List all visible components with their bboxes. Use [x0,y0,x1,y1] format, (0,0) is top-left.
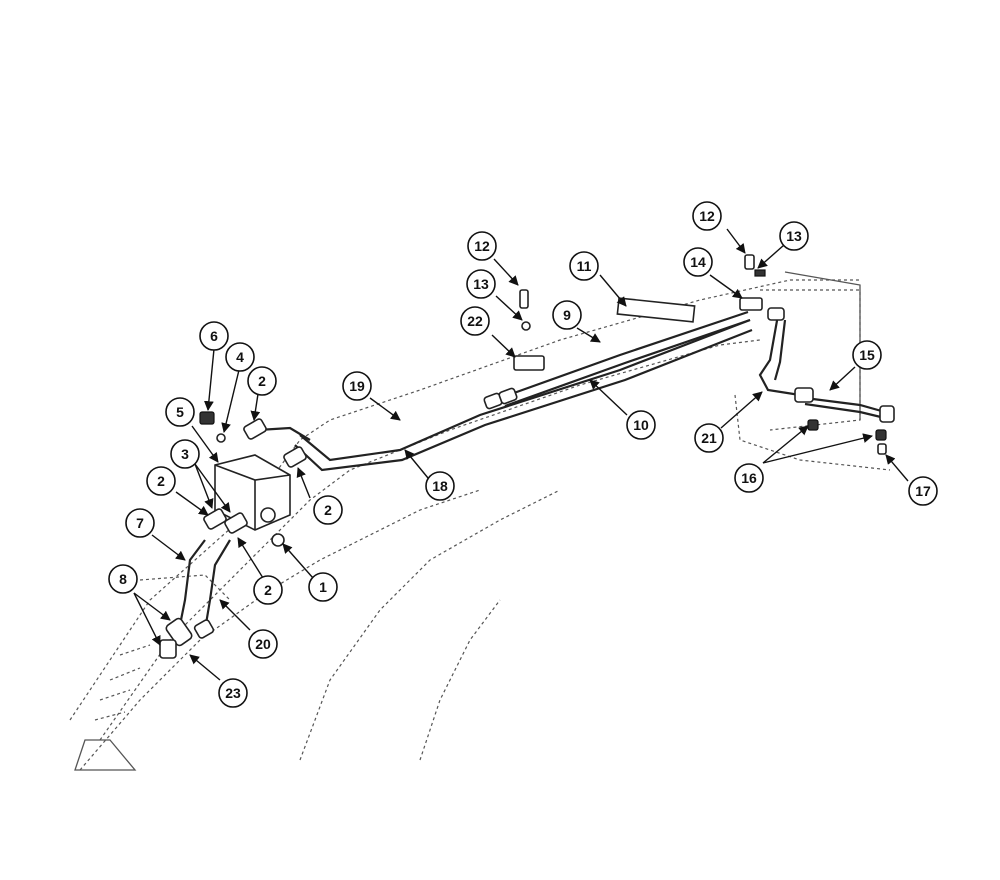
svg-text:15: 15 [859,347,875,363]
svg-text:9: 9 [563,307,571,323]
svg-text:2: 2 [157,473,165,489]
svg-text:17: 17 [915,483,931,499]
callout-22: 22 [460,306,490,336]
callout-3: 3 [170,439,200,469]
callout-17: 17 [908,476,938,506]
svg-text:2: 2 [258,373,266,389]
svg-text:14: 14 [690,254,706,270]
svg-text:6: 6 [210,328,218,344]
svg-text:20: 20 [255,636,271,652]
svg-text:19: 19 [349,378,365,394]
svg-text:2: 2 [264,582,272,598]
callout-2: 2 [247,366,277,396]
svg-text:11: 11 [577,258,592,274]
callout-14: 14 [683,247,713,277]
callout-1: 1 [308,572,338,602]
svg-text:5: 5 [176,404,184,420]
callout-2: 2 [313,495,343,525]
svg-text:22: 22 [467,313,483,329]
callout-11: 11 [569,251,599,281]
svg-text:23: 23 [225,685,241,701]
callout-21: 21 [694,423,724,453]
svg-text:12: 12 [474,238,490,254]
callout-5: 5 [165,397,195,427]
svg-text:4: 4 [236,349,244,365]
svg-text:7: 7 [136,515,144,531]
callout-16: 16 [734,463,764,493]
callout-6: 6 [199,321,229,351]
callout-10: 10 [626,410,656,440]
callout-18: 18 [425,471,455,501]
svg-text:21: 21 [701,430,717,446]
part-callouts: 1 2 2 2 2 3 4 5 6 7 8 9 10 11 12 12 13 1… [108,201,938,708]
callout-12: 12 [467,231,497,261]
callout-8: 8 [108,564,138,594]
svg-text:3: 3 [181,446,189,462]
svg-text:8: 8 [119,571,127,587]
boom-frame-outline [69,271,891,771]
svg-text:1: 1 [319,579,327,595]
svg-text:18: 18 [432,478,448,494]
callout-23: 23 [218,678,248,708]
svg-text:16: 16 [741,470,757,486]
callout-15: 15 [852,340,882,370]
callout-9: 9 [552,300,582,330]
callout-7: 7 [125,508,155,538]
svg-text:13: 13 [786,228,802,244]
callout-13: 13 [779,221,809,251]
svg-text:13: 13 [473,276,489,292]
svg-text:2: 2 [324,502,332,518]
fittings [159,254,895,659]
callout-4: 4 [225,342,255,372]
callout-13: 13 [466,269,496,299]
callout-2: 2 [253,575,283,605]
svg-text:10: 10 [633,417,649,433]
callout-19: 19 [342,371,372,401]
svg-text:12: 12 [699,208,715,224]
leader-lines [133,228,909,681]
callout-2: 2 [146,466,176,496]
callout-12: 12 [692,201,722,231]
hydraulic-lines [178,310,886,631]
callout-20: 20 [248,629,278,659]
